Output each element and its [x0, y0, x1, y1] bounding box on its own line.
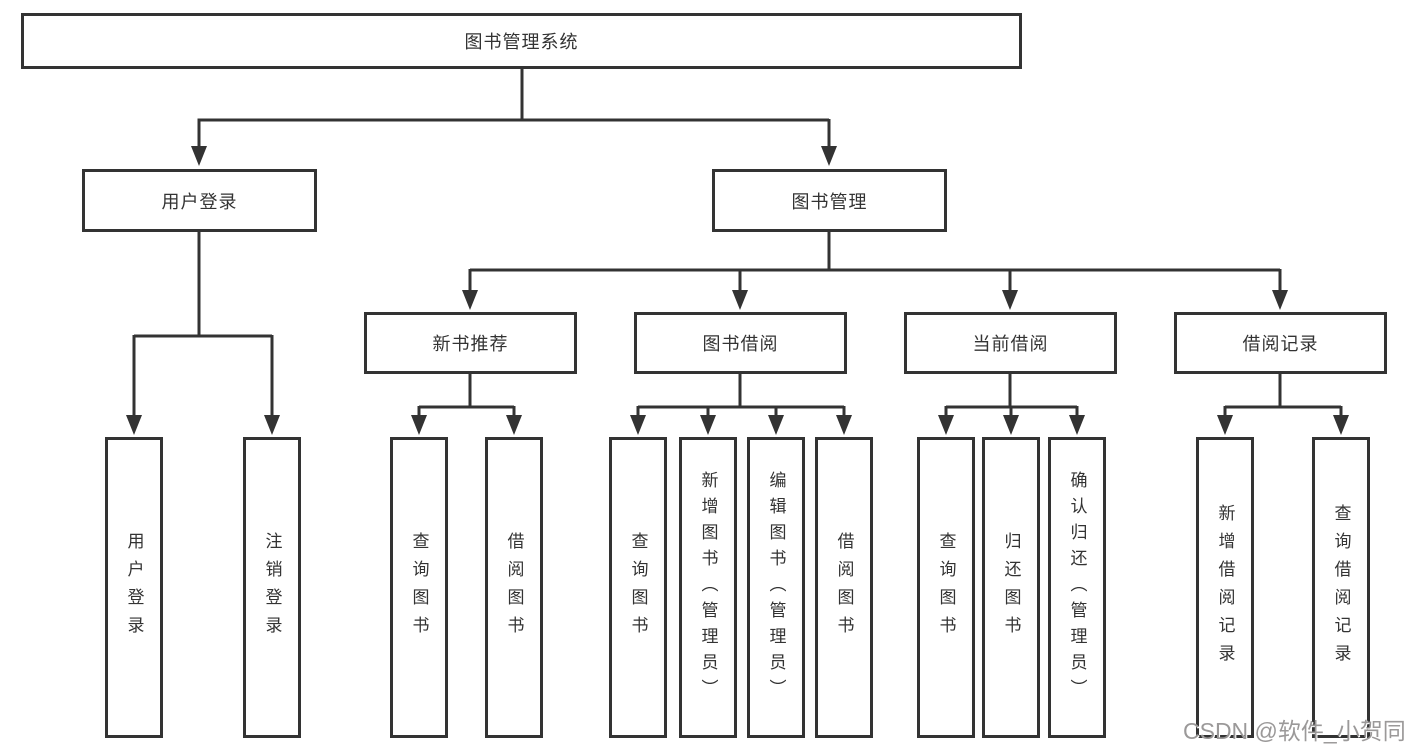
leaf-edit-books-admin: 编辑图书（管理员） [747, 437, 805, 738]
leaf-return-books: 归还图书 [982, 437, 1040, 738]
csdn-watermark: CSDN @软件_小贺同学 [1183, 718, 1405, 744]
leaf-query-books-borrow: 查询图书 [609, 437, 667, 738]
leaf-query-books-recommend: 查询图书 [390, 437, 448, 738]
leaf-query-books-current: 查询图书 [917, 437, 975, 738]
node-root-library-system: 图书管理系统 [21, 13, 1022, 69]
leaf-label: 新增图书（管理员） [698, 470, 718, 705]
node-label: 图书借阅 [702, 334, 779, 354]
node-label: 图书管理系统 [464, 32, 579, 52]
node-borrow-records: 借阅记录 [1174, 312, 1387, 374]
leaf-logout: 注销登录 [243, 437, 301, 738]
node-current-borrow: 当前借阅 [904, 312, 1117, 374]
node-book-borrow: 图书借阅 [634, 312, 847, 374]
leaf-add-borrow-record: 新增借阅记录 [1196, 437, 1254, 738]
leaf-borrow-books: 借阅图书 [815, 437, 873, 738]
leaf-label: 查询图书 [628, 531, 648, 644]
leaf-label: 查询图书 [936, 531, 956, 644]
leaf-label: 查询图书 [409, 531, 429, 644]
leaf-label: 用户登录 [124, 531, 144, 644]
node-new-book-recommend: 新书推荐 [364, 312, 577, 374]
leaf-add-books-admin: 新增图书（管理员） [679, 437, 737, 738]
leaf-user-login: 用户登录 [105, 437, 163, 738]
leaf-label: 查询借阅记录 [1331, 503, 1351, 672]
leaf-label: 归还图书 [1001, 531, 1021, 644]
node-book-management-branch: 图书管理 [712, 169, 947, 232]
leaf-label: 注销登录 [262, 531, 282, 644]
node-label: 当前借阅 [972, 334, 1049, 354]
leaf-query-borrow-record: 查询借阅记录 [1312, 437, 1370, 738]
leaf-label: 确认归还（管理员） [1067, 470, 1087, 705]
leaf-borrow-books-recommend: 借阅图书 [485, 437, 543, 738]
leaf-confirm-return-admin: 确认归还（管理员） [1048, 437, 1106, 738]
node-user-login-branch: 用户登录 [82, 169, 317, 232]
leaf-label: 编辑图书（管理员） [766, 470, 786, 705]
node-label: 借阅记录 [1242, 334, 1319, 354]
leaf-label: 借阅图书 [504, 531, 524, 644]
leaf-label: 新增借阅记录 [1215, 503, 1235, 672]
leaf-label: 借阅图书 [834, 531, 854, 644]
node-label: 用户登录 [161, 191, 238, 212]
node-label: 新书推荐 [432, 334, 509, 354]
node-label: 图书管理 [791, 191, 868, 212]
